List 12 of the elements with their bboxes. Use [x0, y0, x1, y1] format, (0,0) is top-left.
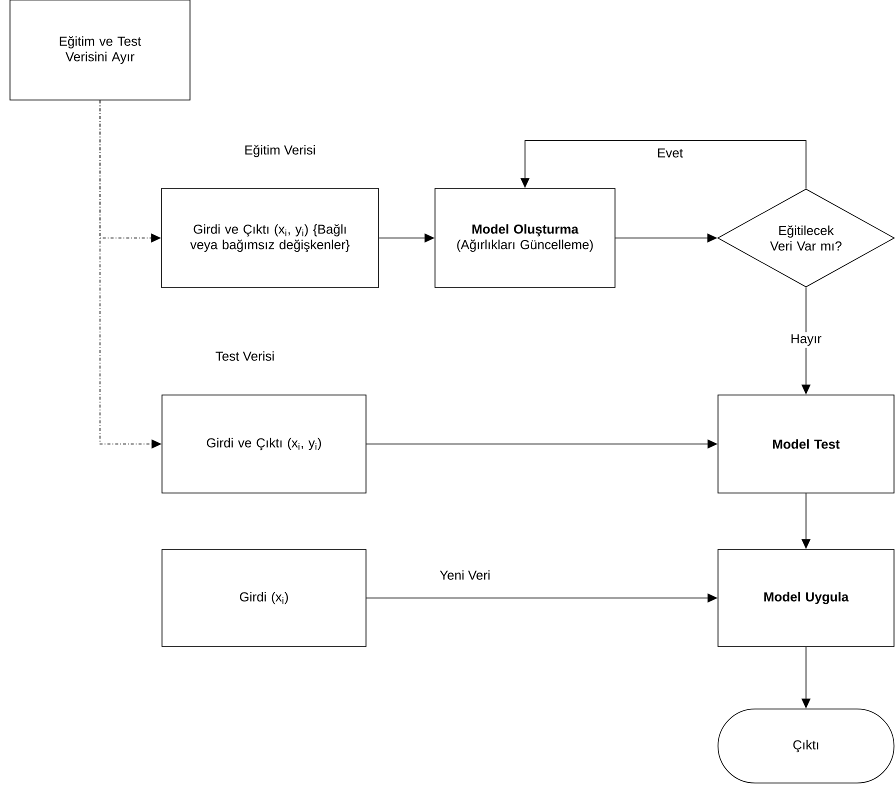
caption-text: Test Verisi [216, 351, 274, 361]
process-box: Model Test [718, 394, 894, 494]
caption-text: Eğitim Verisi [245, 144, 315, 158]
edge-label: Yeni Veri [438, 568, 492, 582]
process-box: Girdi (x$_{i}$) [162, 549, 366, 647]
process-box: Model Uygula [718, 549, 894, 647]
process-box: Girdi ve Çıktı (x$_{i}$, y$_{i}$) [162, 394, 366, 494]
process-box: Model Oluşturma (Ağırlıkları Güncelleme) [434, 188, 616, 288]
edge-label: Evet [655, 146, 686, 160]
process-box: Eğitim ve Test Verisini Ayır [10, 0, 190, 100]
process-box: Girdi ve Çıktı (x$_{i}$, y$_{i}$) {Bağlı veya bağımsız değişkenler} [161, 188, 379, 288]
edge-label: Hayır [788, 332, 824, 348]
